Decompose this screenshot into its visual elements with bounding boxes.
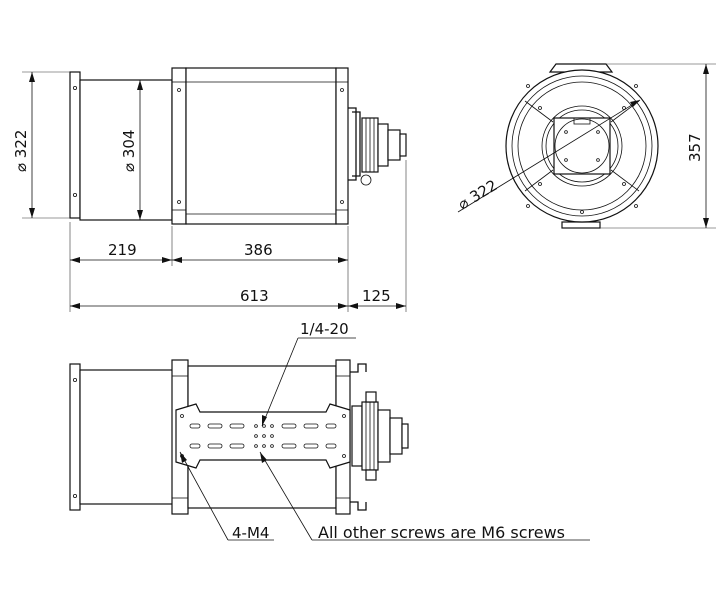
dim-end-diameter: ⌀ 322 (455, 99, 641, 213)
inner-diameter-label: ⌀ 304 (120, 130, 138, 172)
total-length-label: 613 (240, 287, 269, 305)
side-view (69, 67, 407, 225)
end-diameter-label: ⌀ 322 (455, 176, 501, 213)
mount-screws-label: 4-M4 (232, 524, 269, 542)
bottom-view (69, 359, 409, 515)
dim-section-lengths: 219 386 (69, 222, 349, 312)
dim-total-lengths: 613 125 (70, 160, 407, 312)
dim-end-height: 357 (600, 63, 716, 229)
body-length-label: 386 (244, 241, 273, 259)
lens-length-label: 125 (362, 287, 391, 305)
tripod-thread-label: 1/4-20 (300, 320, 349, 338)
annotations: 1/4-20 4-M4 All other screws are M6 scre… (179, 320, 590, 542)
outer-diameter-label: ⌀ 322 (12, 130, 30, 172)
dim-outer-diameter: ⌀ 322 (12, 71, 70, 219)
front-length-label: 219 (108, 241, 137, 259)
end-view (505, 63, 659, 229)
dim-inner-diameter: ⌀ 304 (120, 80, 143, 220)
screw-note: All other screws are M6 screws (318, 523, 565, 542)
end-height-label: 357 (686, 133, 704, 162)
